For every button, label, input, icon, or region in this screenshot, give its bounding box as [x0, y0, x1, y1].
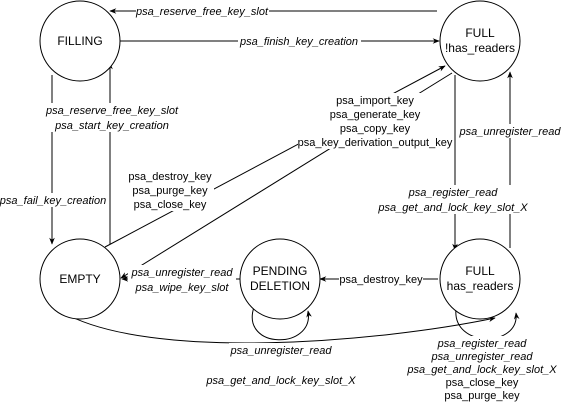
state-full-has-readers-line-2: has_readers [447, 279, 514, 293]
label-has-readers-to-pending: psa_destroy_key [339, 274, 423, 286]
state-filling [39, 0, 121, 82]
label-has-readers-self-line-3: psa_get_and_lock_key_slot_X [406, 364, 557, 376]
label-pending-self-loop: psa_unregister_read [230, 345, 333, 357]
state-pending-deletion [239, 238, 321, 320]
label-full-to-empty-line-3: psa_close_key [134, 199, 207, 211]
label-pending-to-empty-line-2: psa_wipe_key_slot [135, 282, 230, 294]
label-full-to-empty-line-1: psa_destroy_key [128, 171, 212, 183]
label-to-full-line-3: psa_copy_key [340, 123, 411, 135]
label-full-to-empty-line-2: psa_purge_key [132, 185, 208, 197]
edge-empty-to-has-readers [61, 311, 496, 344]
label-empty-to-filling-line-2: psa_start_key_creation [54, 120, 169, 132]
state-full-no-readers-line-1: FULL [465, 26, 495, 40]
label-to-full-line-2: psa_generate_key [330, 109, 421, 121]
label-filling-to-full: psa_finish_key_creation [239, 36, 358, 48]
label-filling-to-empty: psa_fail_key_creation [0, 195, 106, 207]
label-pending-to-empty-line-1: psa_unregister_read [131, 267, 234, 279]
state-pending-deletion-line-1: PENDING [253, 264, 308, 278]
label-no-readers-to-has-readers-line-2: psa_get_and_lock_key_slot_X [377, 202, 528, 214]
label-has-readers-self-line-4: psa_close_key [446, 377, 519, 389]
state-full-no-readers-line-2: !has_readers [445, 41, 515, 55]
state-empty [39, 238, 121, 320]
label-full-to-filling: psa_reserve_free_key_slot [135, 6, 269, 18]
state-full-has-readers-line-1: FULL [465, 264, 495, 278]
state-full-no-readers [439, 0, 521, 82]
label-no-readers-to-has-readers-line-1: psa_register_read [408, 187, 499, 199]
label-empty-to-filling-line-1: psa_reserve_free_key_slot [45, 105, 179, 117]
state-pending-deletion-line-2: DELETION [250, 279, 310, 293]
label-to-full-line-1: psa_import_key [336, 95, 414, 107]
label-to-full-line-4: psa_key_derivation_output_key [298, 137, 453, 149]
label-has-readers-to-no-readers: psa_unregister_read [459, 126, 562, 138]
state-full-has-readers [439, 238, 521, 320]
state-filling-label: FILLING [57, 34, 102, 48]
edge-pending-self-loop [251, 306, 312, 341]
state-empty-label: EMPTY [59, 272, 100, 286]
label-has-readers-self-line-5: psa_purge_key [444, 390, 520, 402]
label-has-readers-self-line-2: psa_unregister_read [431, 351, 534, 363]
label-empty-to-has-readers: psa_get_and_lock_key_slot_X [205, 375, 356, 387]
label-has-readers-self-line-1: psa_register_read [437, 338, 528, 350]
